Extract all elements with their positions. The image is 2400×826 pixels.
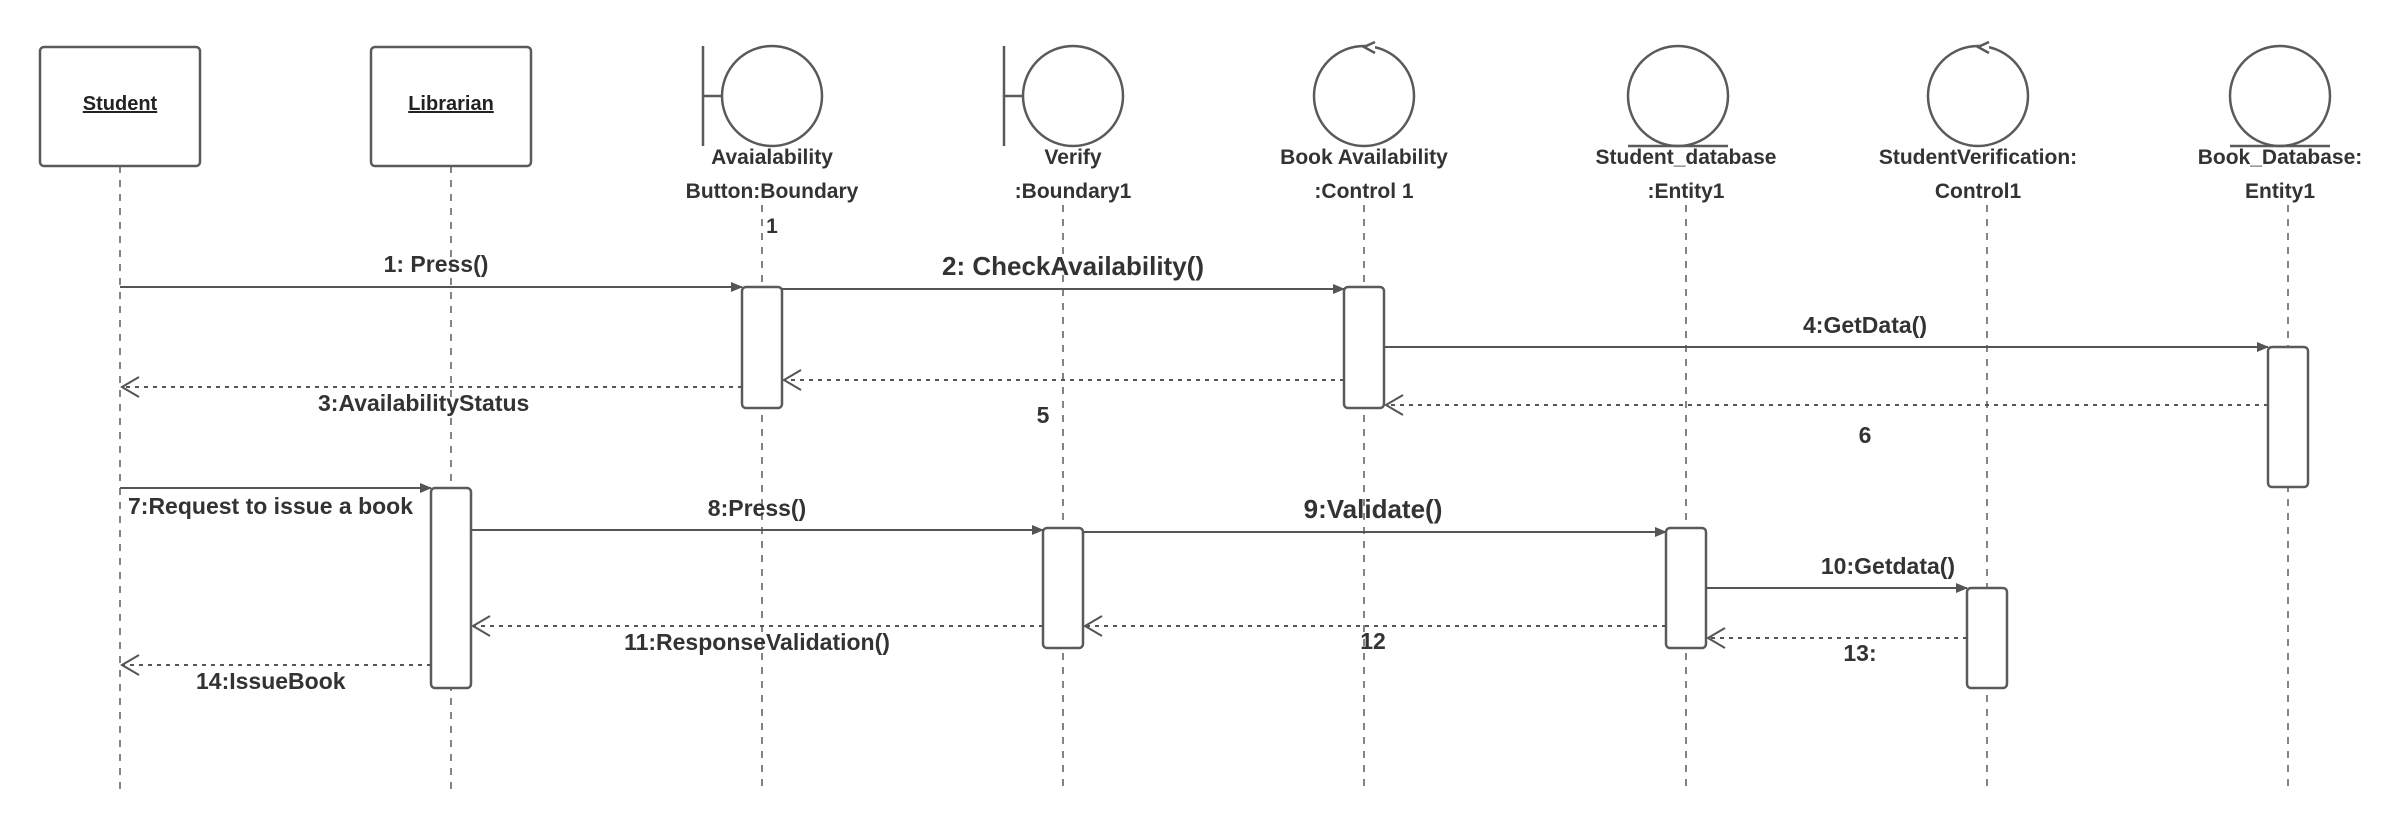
message-7-label: 7:Request to issue a book — [128, 493, 413, 519]
message-3-arrowhead — [120, 376, 140, 398]
message-8-label: 8:Press() — [708, 495, 806, 521]
message-1: 1: Press() — [120, 251, 743, 292]
message-7: 7:Request to issue a book — [120, 483, 432, 519]
activation-verify — [1041, 526, 1085, 650]
message-6: 6 — [1384, 394, 2268, 448]
activation-book-availability — [1342, 285, 1386, 410]
message-12-arrowhead — [1083, 615, 1103, 637]
availability-button-label-line2: Button:Boundary — [686, 180, 859, 203]
activation-student-verification — [1965, 586, 2009, 690]
message-14: 14:IssueBook — [120, 654, 431, 694]
message-4-label: 4:GetData() — [1803, 312, 1927, 338]
message-14-label: 14:IssueBook — [196, 668, 346, 694]
message-13-label: 13: — [1843, 640, 1876, 666]
verify-label-line1: Verify — [1044, 146, 1102, 169]
message-11-label: 11:ResponseValidation() — [624, 629, 890, 655]
verify-label-line2: :Boundary1 — [1015, 180, 1132, 203]
activation-librarian — [429, 486, 473, 690]
message-13: 13: — [1706, 627, 1967, 666]
activation-availability-button — [740, 285, 784, 410]
student-database-label-line1: Student_database — [1596, 146, 1777, 169]
participant-student-database: Student_database :Entity1 — [1596, 44, 1777, 203]
book-availability-label-line1: Book Availability — [1280, 146, 1448, 169]
participant-librarian: Librarian — [369, 45, 533, 168]
message-5: 5 — [782, 369, 1344, 428]
control-icon — [1312, 40, 1416, 148]
message-2: 2: CheckAvailability() — [782, 251, 1345, 294]
book-database-label-line1: Book_Database: — [2198, 146, 2363, 169]
student-database-label-line2: :Entity1 — [1647, 180, 1724, 203]
student-label: Student — [83, 93, 158, 115]
student-verification-label-line1: StudentVerification: — [1879, 146, 2077, 169]
message-13-arrowhead — [1706, 627, 1726, 649]
participant-student: Student — [38, 45, 202, 168]
participant-availability-button: Avaialability Button:Boundary 1 — [686, 44, 859, 238]
message-10: 10:Getdata() — [1706, 553, 1968, 593]
librarian-object-box — [369, 45, 533, 168]
message-5-arrowhead — [782, 369, 802, 391]
message-1-label: 1: Press() — [384, 251, 489, 277]
message-11-arrowhead — [471, 615, 491, 637]
message-2-label: 2: CheckAvailability() — [942, 251, 1204, 281]
message-6-label: 6 — [1859, 422, 1872, 448]
book-database-label-line2: Entity1 — [2245, 180, 2315, 203]
message-9: 9:Validate() — [1083, 494, 1667, 537]
participant-student-verification: StudentVerification: Control1 — [1879, 40, 2077, 203]
activation-book-database — [2266, 345, 2310, 489]
boundary-icon — [701, 44, 824, 148]
control-icon — [1926, 40, 2030, 148]
participant-book-availability: Book Availability :Control 1 — [1280, 40, 1448, 203]
message-14-arrowhead — [120, 654, 140, 676]
message-9-label: 9:Validate() — [1304, 494, 1443, 524]
message-6-arrowhead — [1384, 394, 1404, 416]
message-10-label: 10:Getdata() — [1821, 553, 1955, 579]
student-verification-label-line2: Control1 — [1935, 180, 2022, 203]
participant-book-database: Book_Database: Entity1 — [2198, 44, 2363, 203]
message-4: 4:GetData() — [1384, 312, 2269, 352]
message-3-label: 3:AvailabilityStatus — [318, 390, 529, 416]
message-12: 12 — [1083, 615, 1666, 654]
message-3: 3:AvailabilityStatus — [120, 376, 742, 416]
message-12-label: 12 — [1360, 628, 1386, 654]
message-11: 11:ResponseValidation() — [471, 615, 1043, 655]
participant-verify: Verify :Boundary1 — [1002, 44, 1132, 203]
availability-button-label-line3: 1 — [766, 215, 778, 238]
message-8: 8:Press() — [471, 495, 1044, 535]
availability-button-label-line1: Avaialability — [711, 146, 833, 169]
entity-icon — [2228, 44, 2332, 148]
boundary-icon — [1002, 44, 1125, 148]
book-availability-label-line2: :Control 1 — [1314, 180, 1413, 203]
student-object-box — [38, 45, 202, 168]
entity-icon — [1626, 44, 1730, 148]
librarian-label: Librarian — [408, 93, 494, 115]
message-5-label: 5 — [1037, 402, 1050, 428]
activation-student-database — [1664, 526, 1708, 650]
